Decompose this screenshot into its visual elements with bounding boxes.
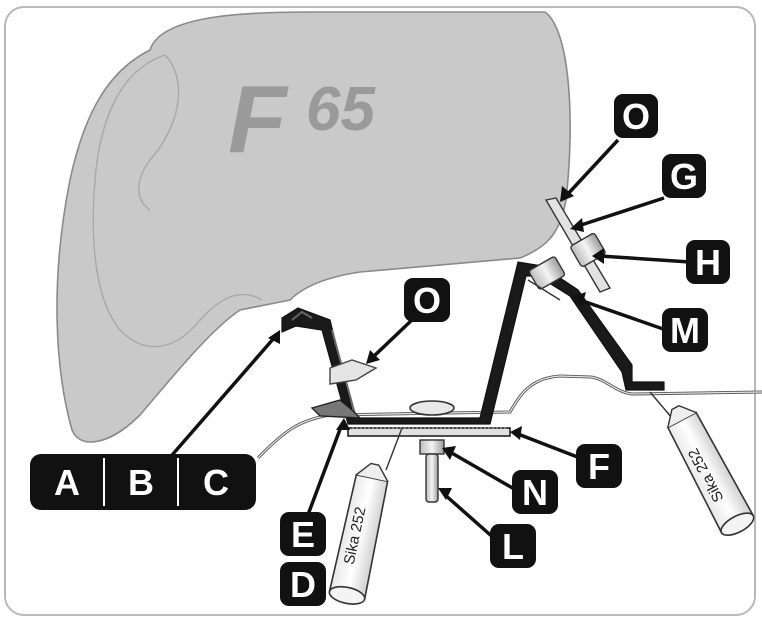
- label-o-mid: O: [413, 280, 441, 321]
- label-d: D: [290, 564, 316, 605]
- roof-profile: [256, 374, 762, 460]
- arrow-heads: [268, 186, 604, 500]
- badge-e: E: [280, 512, 326, 556]
- label-o-top: O: [622, 96, 650, 137]
- badge-m: M: [662, 308, 708, 352]
- badge-h: H: [686, 240, 730, 284]
- mounting-plate: [347, 427, 511, 437]
- badge-abc: A B C: [30, 454, 256, 510]
- brand-letter: F: [228, 66, 289, 173]
- arrow-g: [577, 196, 665, 228]
- label-n: N: [522, 472, 548, 513]
- arrow-m: [579, 298, 667, 332]
- badge-o-mid: O: [404, 278, 450, 322]
- sealant-tube-left: Sika 252: [328, 427, 403, 605]
- label-c: C: [203, 462, 229, 503]
- arrow-abc: [164, 336, 276, 464]
- brand-logo: F 65: [228, 66, 376, 173]
- label-f: F: [588, 446, 610, 487]
- badge-f: F: [576, 444, 622, 488]
- badge-o-top: O: [614, 94, 658, 138]
- label-h: H: [695, 242, 721, 283]
- label-e: E: [291, 514, 315, 555]
- label-m: M: [670, 310, 700, 351]
- arrow-h: [599, 254, 691, 264]
- label-a: A: [54, 462, 80, 503]
- arrow-l: [442, 492, 498, 542]
- badge-n: N: [512, 470, 558, 514]
- arrow-f: [517, 432, 581, 460]
- badge-d: D: [280, 562, 326, 606]
- brand-number: 65: [306, 75, 376, 144]
- left-clip: [310, 399, 362, 419]
- arrow-o-mid: [370, 316, 416, 360]
- sealant-tube-right: Sika 252: [649, 391, 755, 537]
- arrow-o-top: [564, 138, 620, 198]
- plate-screw: [409, 400, 455, 503]
- end-cap-middle: [329, 359, 378, 385]
- arrow-n: [449, 450, 517, 492]
- label-l: L: [502, 526, 524, 567]
- leader-lines: [164, 138, 691, 542]
- awning-body: [56, 11, 571, 443]
- label-b: B: [128, 462, 154, 503]
- arrow-e: [304, 423, 344, 521]
- badge-l: L: [490, 524, 536, 568]
- badge-g: G: [662, 154, 706, 198]
- label-g: G: [670, 156, 698, 197]
